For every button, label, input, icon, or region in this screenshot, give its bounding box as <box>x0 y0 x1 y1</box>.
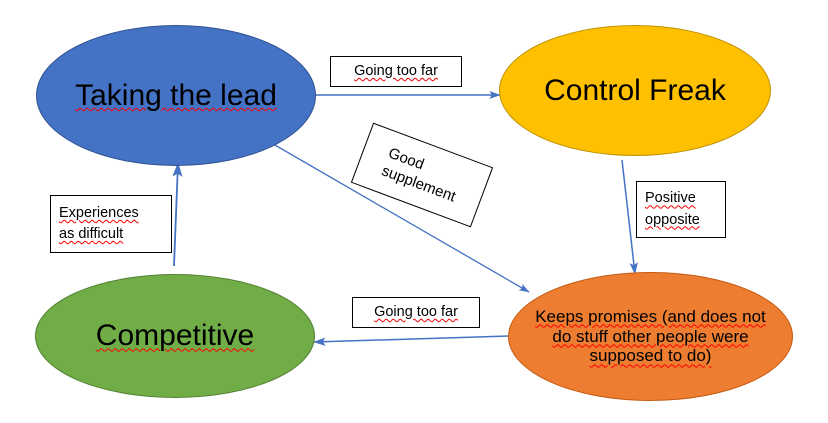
edge-label-text: Good supplement <box>379 144 458 206</box>
node-label-keeps-promises: Keeps promises (and does not do stuff ot… <box>535 306 766 366</box>
edge-label-text: Experiences as difficult <box>59 204 139 242</box>
edge-label-going-too-far-bottom[interactable]: Going too far <box>352 297 480 328</box>
node-competitive[interactable]: Competitive <box>35 274 315 398</box>
edge-keeps-promises-to-competitive <box>313 335 510 346</box>
node-label-competitive: Competitive <box>95 319 255 353</box>
edge-label-text: Going too far <box>374 303 458 320</box>
edge-competitive-to-lead <box>172 162 183 267</box>
node-label-taking-the-lead: Taking the lead <box>75 78 277 112</box>
edge-lead-to-keeps-promises <box>267 140 530 293</box>
node-control-freak[interactable]: Control Freak <box>499 25 771 156</box>
node-keeps-promises[interactable]: Keeps promises (and does not do stuff ot… <box>508 272 793 401</box>
edge-label-experiences-as-difficult[interactable]: Experiences as difficult <box>50 195 172 253</box>
edge-label-going-too-far-top[interactable]: Going too far <box>330 56 462 87</box>
edge-control-freak-to-keeps-promises <box>621 159 638 275</box>
node-taking-the-lead[interactable]: Taking the lead <box>36 25 316 166</box>
edge-label-text: Going too far <box>354 62 438 79</box>
node-label-control-freak: Control Freak <box>544 73 726 107</box>
edge-label-positive-opposite[interactable]: Positive opposite <box>636 181 726 238</box>
edge-label-text: Positive opposite <box>645 190 700 228</box>
